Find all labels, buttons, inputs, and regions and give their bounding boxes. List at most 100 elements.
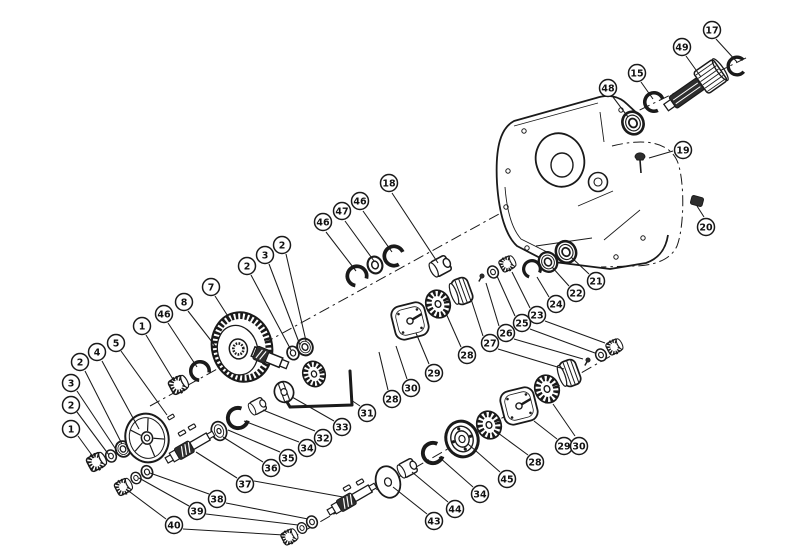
callout-balloon — [332, 201, 352, 221]
callout-25: 25 — [512, 313, 532, 333]
leader-line-29 — [533, 420, 558, 440]
callout-number: 46 — [157, 309, 171, 320]
callout-number: 3 — [262, 250, 269, 261]
main-drive-gear — [210, 311, 274, 383]
callout-number: 30 — [404, 383, 418, 394]
callout-balloon — [272, 235, 292, 255]
leader-line-25 — [529, 328, 596, 354]
bushing-1-left — [85, 451, 108, 473]
leader-line-28 — [493, 429, 529, 456]
callout-balloon — [457, 345, 477, 365]
dog-clutch-33 — [273, 380, 295, 404]
leader-line-48 — [612, 96, 629, 118]
callout-1: 1 — [61, 419, 81, 439]
callout-2: 2 — [70, 352, 90, 372]
callout-balloon — [696, 217, 716, 237]
callout-number: 34 — [300, 443, 314, 454]
callout-number: 3 — [68, 378, 75, 389]
leader-line-2 — [84, 370, 123, 445]
leader-line-40 — [182, 528, 285, 536]
leader-line-2 — [250, 274, 292, 351]
callout-1: 1 — [132, 316, 152, 336]
housing-shaft-bore — [587, 171, 609, 193]
leader-line-7 — [214, 295, 232, 322]
leader-line-34 — [438, 456, 474, 488]
small-gear — [299, 358, 329, 390]
leader-line-1 — [145, 334, 175, 382]
callout-balloon — [154, 304, 174, 324]
callout-balloon — [357, 403, 377, 423]
callout-39: 39 — [187, 501, 207, 521]
leader-line-33 — [291, 396, 335, 422]
callout-balloon — [401, 378, 421, 398]
callout-balloon — [207, 489, 227, 509]
callout-number: 17 — [705, 25, 718, 36]
callout-number: 39 — [190, 506, 203, 517]
callout-number: 26 — [499, 328, 513, 339]
callout-balloon — [470, 484, 490, 504]
callout-balloon — [61, 419, 81, 439]
clutch-bearing-45 — [444, 419, 480, 459]
washer-25-lower — [592, 346, 610, 364]
callout-balloon — [525, 452, 545, 472]
leader-line-17 — [715, 38, 738, 63]
leader-line-38 — [149, 472, 210, 495]
callout-number: 45 — [500, 474, 513, 485]
leader-line-23 — [511, 271, 531, 309]
leader-line-39 — [138, 477, 190, 507]
leader-line-22 — [551, 266, 570, 287]
callout-4: 4 — [87, 342, 107, 362]
callout-balloon — [187, 501, 207, 521]
snap-ring-46 — [188, 359, 212, 383]
leader-line-35 — [227, 429, 281, 453]
snap-ring-46-left — [343, 262, 371, 290]
leader-line-30 — [395, 345, 408, 380]
callout-34: 34 — [470, 484, 490, 504]
callout-8: 8 — [174, 292, 194, 312]
callout-30: 30 — [569, 436, 589, 456]
callout-number: 38 — [210, 494, 224, 505]
callout-balloon — [497, 469, 517, 489]
callout-balloon — [586, 271, 606, 291]
callout-45: 45 — [497, 469, 517, 489]
vent-screw-19 — [634, 152, 646, 174]
snap-ring-17 — [722, 51, 752, 81]
callout-number: 7 — [208, 282, 215, 293]
shaft-key — [177, 429, 187, 437]
grooved-pulley-27 — [445, 275, 476, 308]
callout-37: 37 — [235, 474, 255, 494]
callout-46: 46 — [154, 304, 174, 324]
callout-7: 7 — [201, 277, 221, 297]
callout-33: 33 — [332, 417, 352, 437]
leader-line-49 — [685, 55, 702, 78]
callout-number: 46 — [353, 196, 367, 207]
worm-shaft-2 — [324, 479, 380, 519]
snap-ring-34 — [223, 403, 253, 433]
leader-line-4 — [101, 360, 140, 430]
callout-34: 34 — [297, 438, 317, 458]
callout-balloon — [237, 256, 257, 276]
leader-line-32 — [262, 409, 316, 432]
callout-balloon — [332, 417, 352, 437]
leader-line-26 — [485, 282, 500, 327]
callout-2: 2 — [272, 235, 292, 255]
callout-number: 21 — [589, 276, 602, 287]
leader-line-8 — [187, 310, 217, 348]
leader-line-31 — [350, 399, 361, 407]
callout-48: 48 — [598, 78, 618, 98]
callout-number: 34 — [473, 489, 487, 500]
leader-line-47 — [344, 220, 375, 262]
leader-line-40 — [125, 488, 167, 520]
shift-rod-31 — [285, 369, 354, 409]
callout-28: 28 — [382, 389, 402, 409]
leader-line-46 — [325, 231, 357, 272]
callout-balloon — [350, 191, 370, 211]
callout-2: 2 — [237, 256, 257, 276]
callout-number: 8 — [181, 297, 188, 308]
callout-number: 5 — [113, 338, 120, 349]
callout-number: 2 — [244, 261, 251, 272]
callout-38: 38 — [207, 489, 227, 509]
bushing-23 — [496, 252, 520, 275]
bushing-40-right — [278, 525, 302, 548]
leader-line-34 — [243, 420, 300, 443]
